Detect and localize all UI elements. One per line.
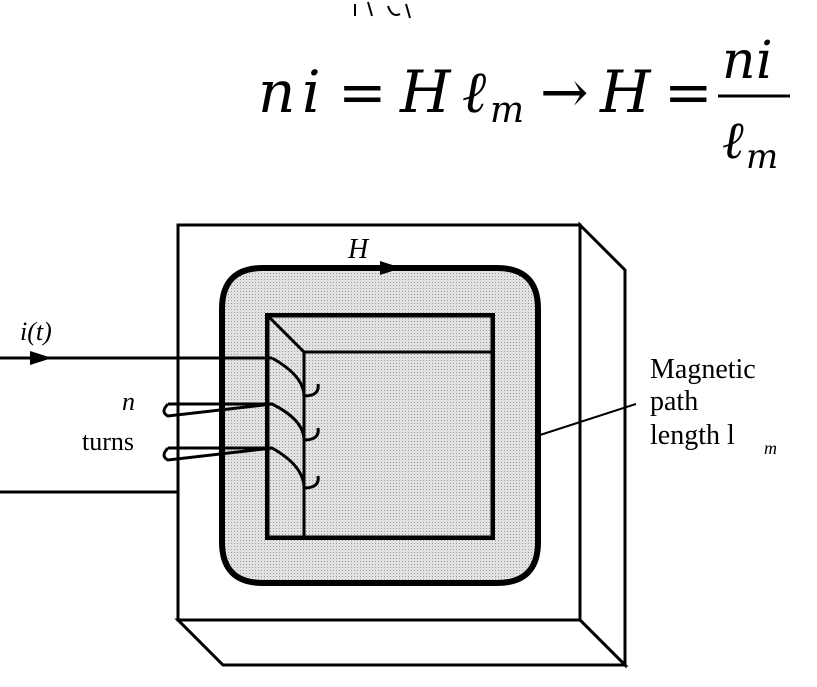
h-arrow-head xyxy=(380,261,402,275)
eq-frac-num-i: i xyxy=(756,31,773,91)
path-label-line2: path xyxy=(650,386,698,417)
path-label-line3: length l xyxy=(650,420,735,451)
eq-arrow: → xyxy=(540,58,589,126)
eq-i: i xyxy=(302,58,321,126)
path-label-sub: m xyxy=(764,438,777,458)
eq-frac-den-ell: ℓ xyxy=(722,111,744,171)
eq-sub-m-1: m xyxy=(490,90,524,131)
h-label: H xyxy=(347,234,370,265)
eq-n: n xyxy=(258,58,295,126)
winding-turn-3 xyxy=(162,446,320,490)
turns-n-label: n xyxy=(122,387,135,416)
winding-turn-2 xyxy=(162,402,320,442)
path-leader-line xyxy=(539,403,637,436)
equation: n i = H ℓ m → H = n i ℓ m xyxy=(0,0,817,200)
eq-equals-2: = xyxy=(664,58,713,126)
turns-word-label: turns xyxy=(82,427,134,456)
current-label: i(t) xyxy=(20,317,52,346)
winding-turn-1 xyxy=(271,356,320,398)
equation-svg: n i = H ℓ m → H = n i ℓ m xyxy=(258,1,790,177)
leg-diagonal xyxy=(266,314,306,354)
path-label-line1: Magnetic xyxy=(650,354,756,385)
clipped-text-fragment xyxy=(354,1,411,19)
block-bottom-face xyxy=(174,618,629,667)
block-side-face xyxy=(578,221,627,669)
eq-frac-den-m: m xyxy=(746,137,778,177)
current-arrow-head xyxy=(30,351,52,365)
eq-ell-1: ℓ xyxy=(462,58,486,126)
eq-equals-1: = xyxy=(338,58,387,126)
eq-frac-num-n: n xyxy=(722,31,756,91)
eq-H-2: H xyxy=(599,58,652,126)
eq-H-1: H xyxy=(399,58,452,126)
